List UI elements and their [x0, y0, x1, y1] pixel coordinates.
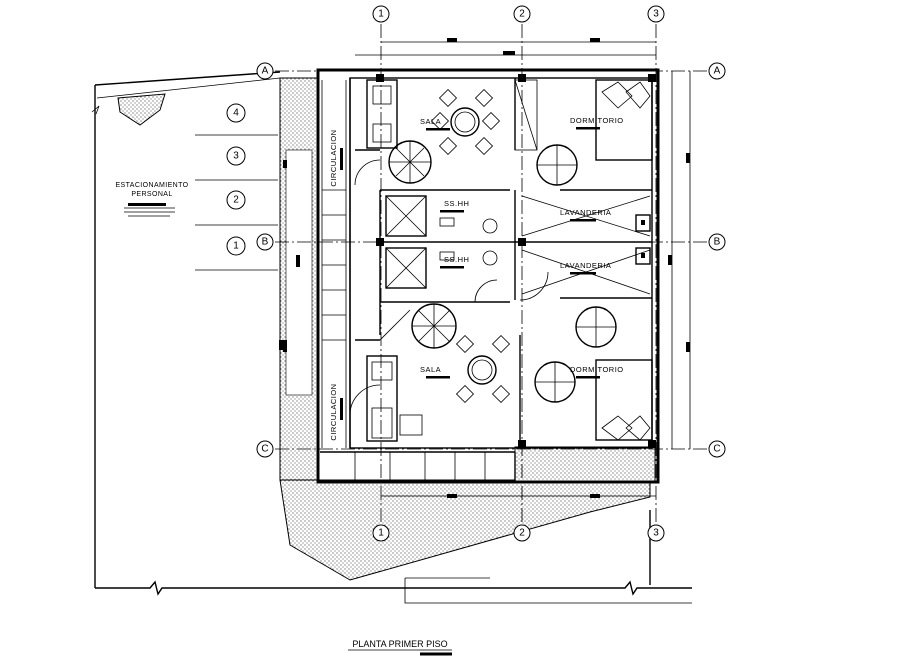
living-room-top: SALA [366, 79, 501, 184]
door-swings [349, 159, 549, 416]
parking-label-line2: PERSONAL [131, 191, 172, 198]
bedroom-bottom-label: DORMITORIO [570, 365, 624, 374]
axis-c-left: C [256, 440, 274, 458]
bath-top-label: SS.HH [444, 199, 469, 208]
circulation-top-label: CIRCULACION [329, 129, 338, 186]
parking-stall-3-marker: 3 [226, 146, 246, 166]
site-boundary [91, 71, 692, 604]
parking-area: 4 3 2 1 ESTACIONAMIENTO PERSONAL [115, 93, 278, 271]
living-top-label: SALA [420, 117, 441, 126]
svg-text:2: 2 [233, 195, 239, 206]
svg-text:3: 3 [653, 9, 659, 20]
axis-b-left: B [256, 233, 274, 251]
grid-axes: 1 2 3 1 2 3 A B C A B C [256, 5, 726, 542]
axis-3-top: 3 [647, 5, 665, 23]
axis-1-top: 1 [372, 5, 390, 23]
living-room-bottom: SALA [366, 303, 511, 442]
level-marker [128, 203, 166, 206]
axis-c-right: C [708, 440, 726, 458]
svg-text:1: 1 [378, 9, 384, 20]
axis-a-right: A [708, 62, 726, 80]
parking-label-line1: ESTACIONAMIENTO [115, 182, 188, 189]
svg-text:1: 1 [378, 528, 384, 539]
svg-text:B: B [262, 237, 269, 248]
laundry-top-label: LAVANDERIA [560, 208, 611, 217]
svg-text:B: B [714, 237, 721, 248]
bedroom-top-label: DORMITORIO [570, 116, 624, 125]
svg-text:2: 2 [519, 9, 525, 20]
building-walls [316, 68, 660, 484]
axis-3-bottom: 3 [647, 524, 665, 542]
bedrooms: DORMITORIO DORMITORIO [514, 79, 653, 441]
svg-text:C: C [713, 444, 720, 455]
axis-2-bottom: 2 [513, 524, 531, 542]
svg-text:1: 1 [233, 241, 239, 252]
bathrooms: SS.HH SS.HH [385, 195, 498, 303]
living-bottom-label: SALA [420, 365, 441, 374]
parking-stall-4-marker: 4 [226, 103, 246, 123]
svg-text:3: 3 [233, 151, 239, 162]
axis-1-bottom: 1 [372, 524, 390, 542]
svg-text:A: A [262, 66, 269, 77]
laundry: LAVANDERIA LAVANDERIA [521, 195, 651, 295]
drawing-title: PLANTA PRIMER PISO [352, 639, 447, 649]
svg-text:3: 3 [653, 528, 659, 539]
parking-stall-1-marker: 1 [226, 236, 246, 256]
svg-text:4: 4 [233, 108, 239, 119]
parking-stall-2-marker: 2 [226, 190, 246, 210]
exterior-paving [279, 77, 656, 581]
bath-bottom-label: SS.HH [444, 255, 469, 264]
svg-text:A: A [714, 66, 721, 77]
axis-2-top: 2 [513, 5, 531, 23]
svg-text:C: C [261, 444, 268, 455]
axis-a-left: A [256, 62, 274, 80]
laundry-bottom-label: LAVANDERIA [560, 261, 611, 270]
axis-b-right: B [708, 233, 726, 251]
circulation-bottom-label: CIRCULACION [329, 383, 338, 440]
svg-text:2: 2 [519, 528, 525, 539]
